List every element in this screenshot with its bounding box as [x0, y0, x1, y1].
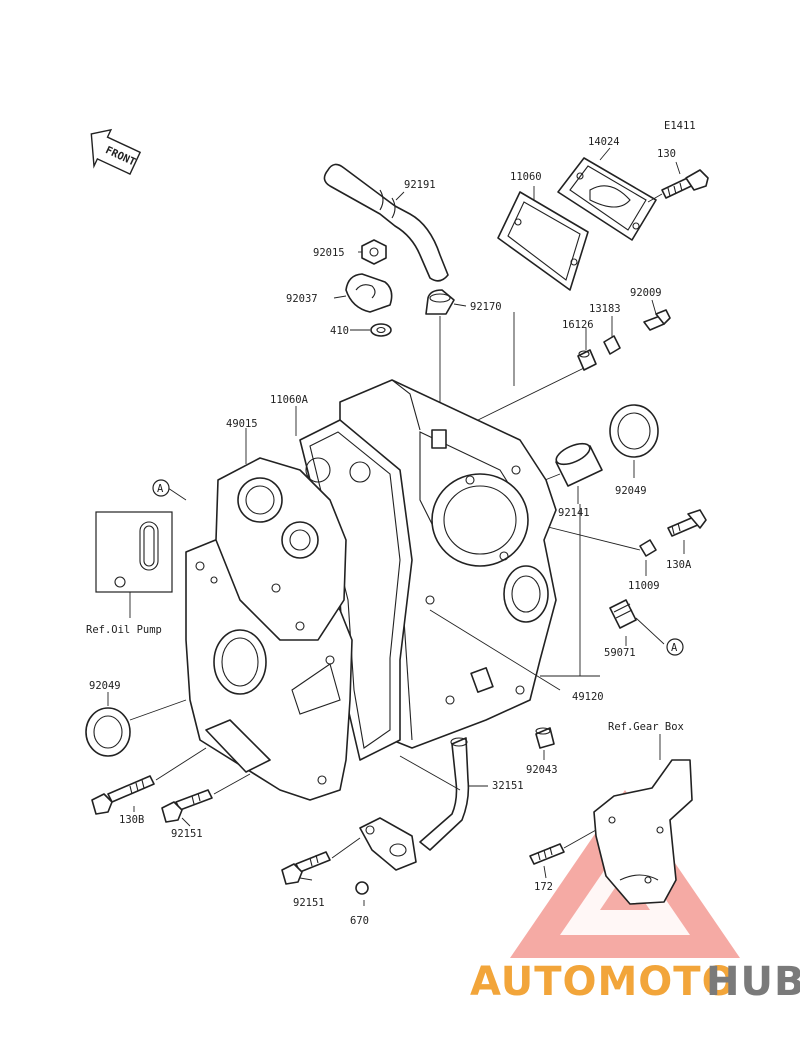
- plug-11009: [639, 539, 657, 557]
- oil-pump-ref-box: [95, 511, 173, 593]
- watermark-text-hub: HUB: [706, 959, 800, 1005]
- stud-172: [529, 843, 565, 865]
- washer-410: [370, 323, 392, 337]
- gasket-11060: [497, 191, 589, 291]
- bolt-130B: [91, 775, 155, 815]
- bolt-130A: [667, 509, 707, 537]
- bolt-92009: [643, 309, 671, 331]
- bolt-92151-a: [161, 789, 213, 823]
- label-32151: 32151: [492, 780, 524, 792]
- label-92049-left: 92049: [89, 680, 121, 692]
- label-13183: 13183: [589, 303, 621, 315]
- label-ref-gear-box: Ref.Gear Box: [608, 721, 684, 733]
- label-11009: 11009: [628, 580, 660, 592]
- nut-92015: [361, 239, 387, 265]
- label-92015: 92015: [313, 247, 345, 259]
- label-11060A: 11060A: [270, 394, 309, 406]
- label-670: 670: [350, 915, 369, 927]
- label-92049-right: 92049: [615, 485, 647, 497]
- clamp-92037: [345, 273, 393, 313]
- fitting-59071: [609, 599, 637, 629]
- label-172: 172: [534, 881, 553, 893]
- oil-seal-right: [609, 404, 659, 458]
- label-92191: 92191: [404, 179, 436, 191]
- svg-text:A: A: [671, 642, 678, 654]
- diagram-code: E1411: [664, 120, 696, 132]
- label-11060: 11060: [510, 171, 542, 183]
- label-92037: 92037: [286, 293, 318, 305]
- label-130A: 130A: [666, 559, 692, 571]
- oring-670: [355, 881, 369, 895]
- label-92141: 92141: [558, 507, 590, 519]
- label-92170: 92170: [470, 301, 502, 313]
- watermark-text: AUTOMOTO HUB: [470, 959, 800, 1005]
- label-49120: 49120: [572, 691, 604, 703]
- label-92151-b: 92151: [293, 897, 325, 909]
- front-arrow-icon: FRONT: [90, 128, 142, 176]
- svg-text:A: A: [157, 483, 164, 495]
- dowel-92043: [535, 727, 555, 749]
- clip-92170: [425, 289, 455, 315]
- pin-13183: [603, 335, 621, 355]
- oil-seal-left: [85, 707, 131, 757]
- callout-A-right: A: [666, 638, 684, 656]
- bolt-130: [661, 169, 709, 199]
- label-92009: 92009: [630, 287, 662, 299]
- bolt-92151-b: [281, 851, 331, 885]
- label-130: 130: [657, 148, 676, 160]
- callout-A-left: A: [152, 479, 170, 497]
- label-ref-oil-pump: Ref.Oil Pump: [86, 624, 162, 636]
- oil-pipe-32151: [359, 737, 470, 871]
- label-16126: 16126: [562, 319, 594, 331]
- gearbox-bracket: [593, 759, 693, 905]
- watermark-text-automoto: AUTOMOTO: [470, 959, 737, 1005]
- bushing-92141: [555, 442, 603, 487]
- leader-lines: [107, 147, 685, 906]
- crankcase-cover-49015: [185, 457, 353, 801]
- label-92151-a: 92151: [171, 828, 203, 840]
- label-49015: 49015: [226, 418, 258, 430]
- part-labels: E1411 14024 130 11060 92191 92015 92037 …: [86, 120, 696, 927]
- label-410: 410: [330, 325, 349, 337]
- label-130B: 130B: [119, 814, 144, 826]
- cover-14024: [557, 157, 657, 241]
- pin-16126: [577, 349, 597, 371]
- label-92043: 92043: [526, 764, 558, 776]
- breather-hose: [323, 163, 449, 282]
- label-14024: 14024: [588, 136, 620, 148]
- label-59071: 59071: [604, 647, 636, 659]
